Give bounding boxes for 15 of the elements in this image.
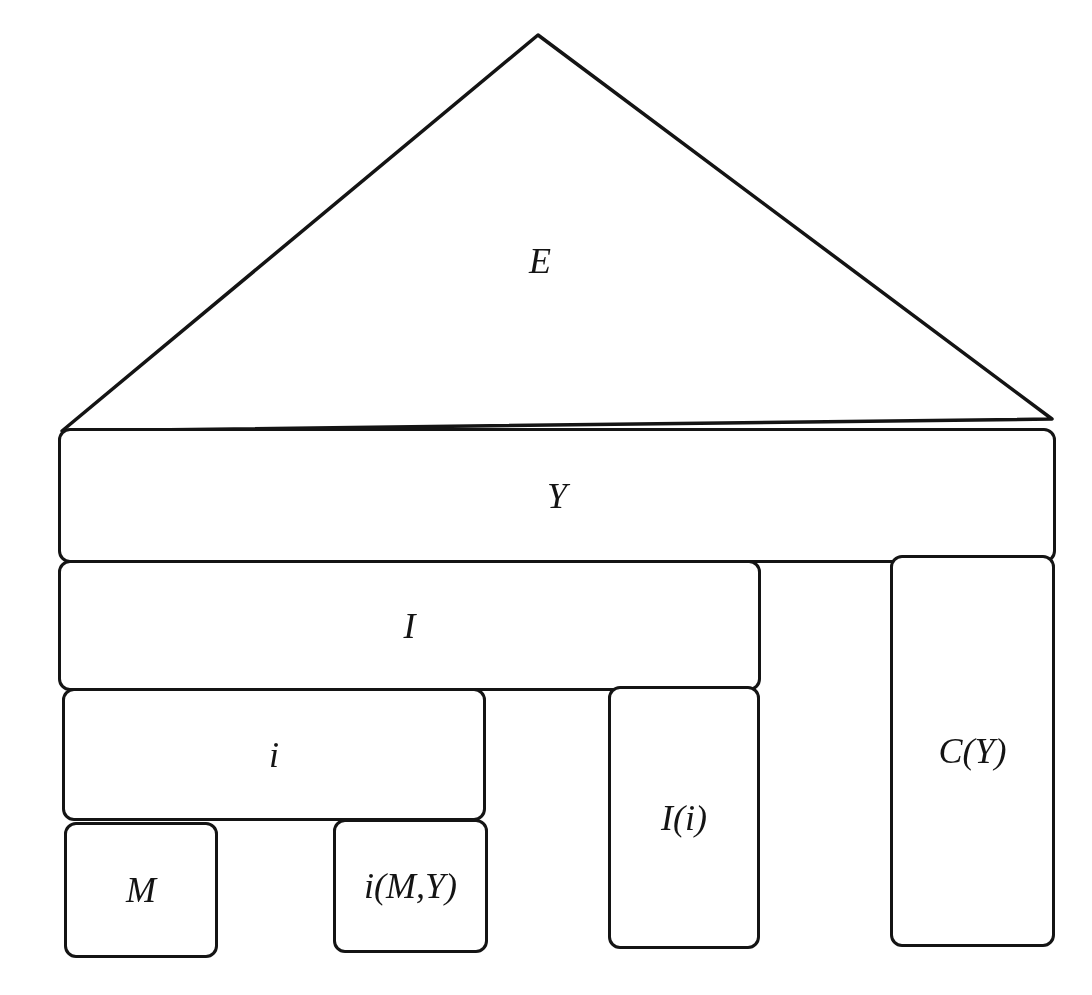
rounded-block <box>64 822 218 958</box>
math-symbol: i <box>269 736 279 773</box>
math-symbol: i(M,Y) <box>364 868 457 904</box>
rounded-block <box>890 555 1055 947</box>
rounded-block <box>608 686 760 949</box>
math-symbol: C(Y) <box>938 733 1007 769</box>
rounded-block <box>58 428 1056 563</box>
triangle-roof <box>60 33 1055 433</box>
rounded-block <box>333 819 488 953</box>
math-symbol: I <box>403 607 416 644</box>
rounded-block <box>58 560 761 691</box>
math-symbol: I(i) <box>661 799 707 836</box>
math-symbol: E <box>529 243 551 279</box>
rounded-block <box>62 688 486 821</box>
math-symbol: M <box>126 872 156 908</box>
